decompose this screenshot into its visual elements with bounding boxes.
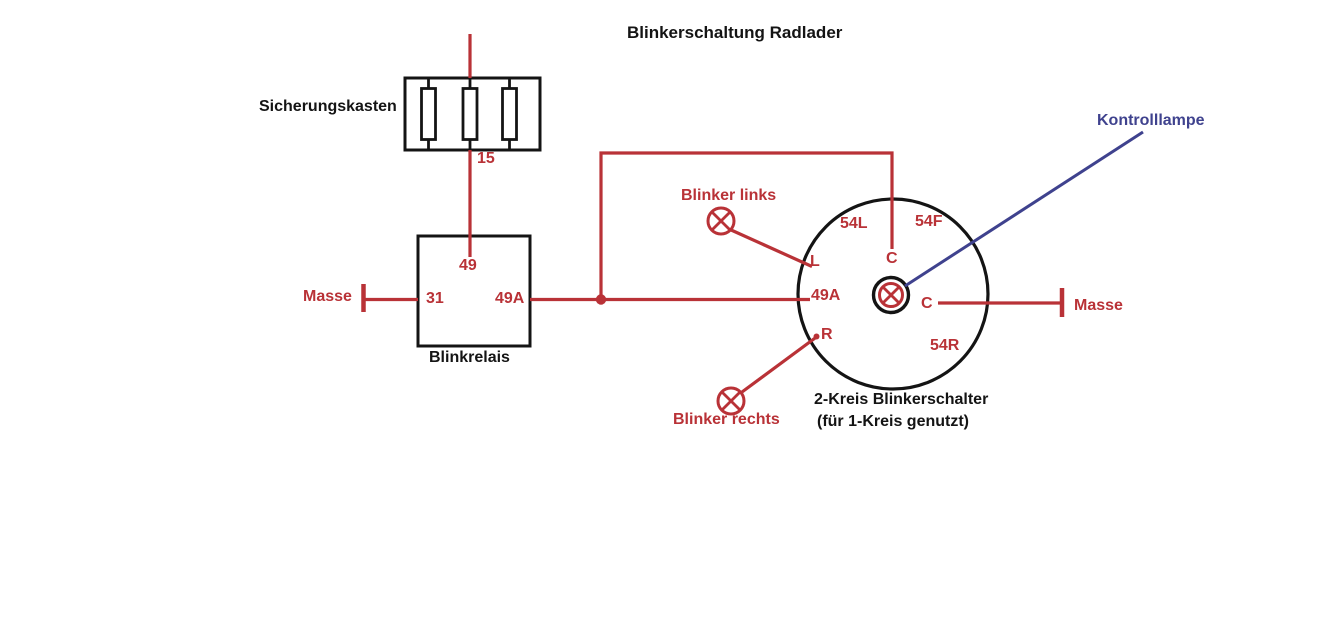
control-lamp-wire — [904, 130, 1144, 288]
control-lamp-icon — [871, 275, 911, 315]
switch-contact-54r: 54R — [930, 337, 960, 354]
fuse-icon — [420, 79, 437, 149]
ground-label-right: Masse — [1074, 297, 1123, 314]
diagram-title: Blinkerschaltung Radlader — [627, 23, 843, 42]
terminal-15: 15 — [477, 150, 495, 167]
switch-terminal-49a: 49A — [811, 287, 841, 304]
relay-label: Blinkrelais — [429, 349, 510, 366]
wire-loop-to-c — [599, 151, 894, 300]
fuse-icon — [501, 79, 518, 149]
lamp-icon — [716, 386, 746, 416]
relay-terminal-31: 31 — [426, 290, 444, 307]
lamp-icon — [706, 206, 736, 236]
switch-terminal-c-right: C — [921, 295, 933, 312]
switch-terminal-r: R — [821, 326, 833, 343]
switch-label-line1: 2-Kreis Blinkerschalter — [814, 391, 989, 408]
fuse-box-outline — [403, 76, 542, 152]
control-lamp-label: Kontrolllampe — [1097, 112, 1205, 129]
ground-label-left: Masse — [303, 288, 352, 305]
relay-outline — [416, 234, 532, 348]
relay-terminal-49: 49 — [459, 257, 477, 274]
wire-lamp-left — [729, 228, 813, 268]
switch-contact-54l: 54L — [840, 215, 868, 232]
fuse-icon — [461, 79, 479, 149]
switch-label-line2: (für 1-Kreis genutzt) — [817, 413, 969, 430]
lamp-right-label: Blinker rechts — [673, 411, 780, 428]
switch-contact-54f: 54F — [915, 213, 943, 230]
relay-terminal-49a: 49A — [495, 290, 525, 307]
lamp-left-label: Blinker links — [681, 187, 777, 204]
wire-lamp-right — [741, 335, 818, 394]
terminal-dot-icon — [813, 333, 820, 340]
switch-terminal-l: L — [810, 253, 820, 270]
fuse-box-label: Sicherungskasten — [259, 98, 397, 115]
switch-terminal-c-top: C — [886, 250, 898, 267]
